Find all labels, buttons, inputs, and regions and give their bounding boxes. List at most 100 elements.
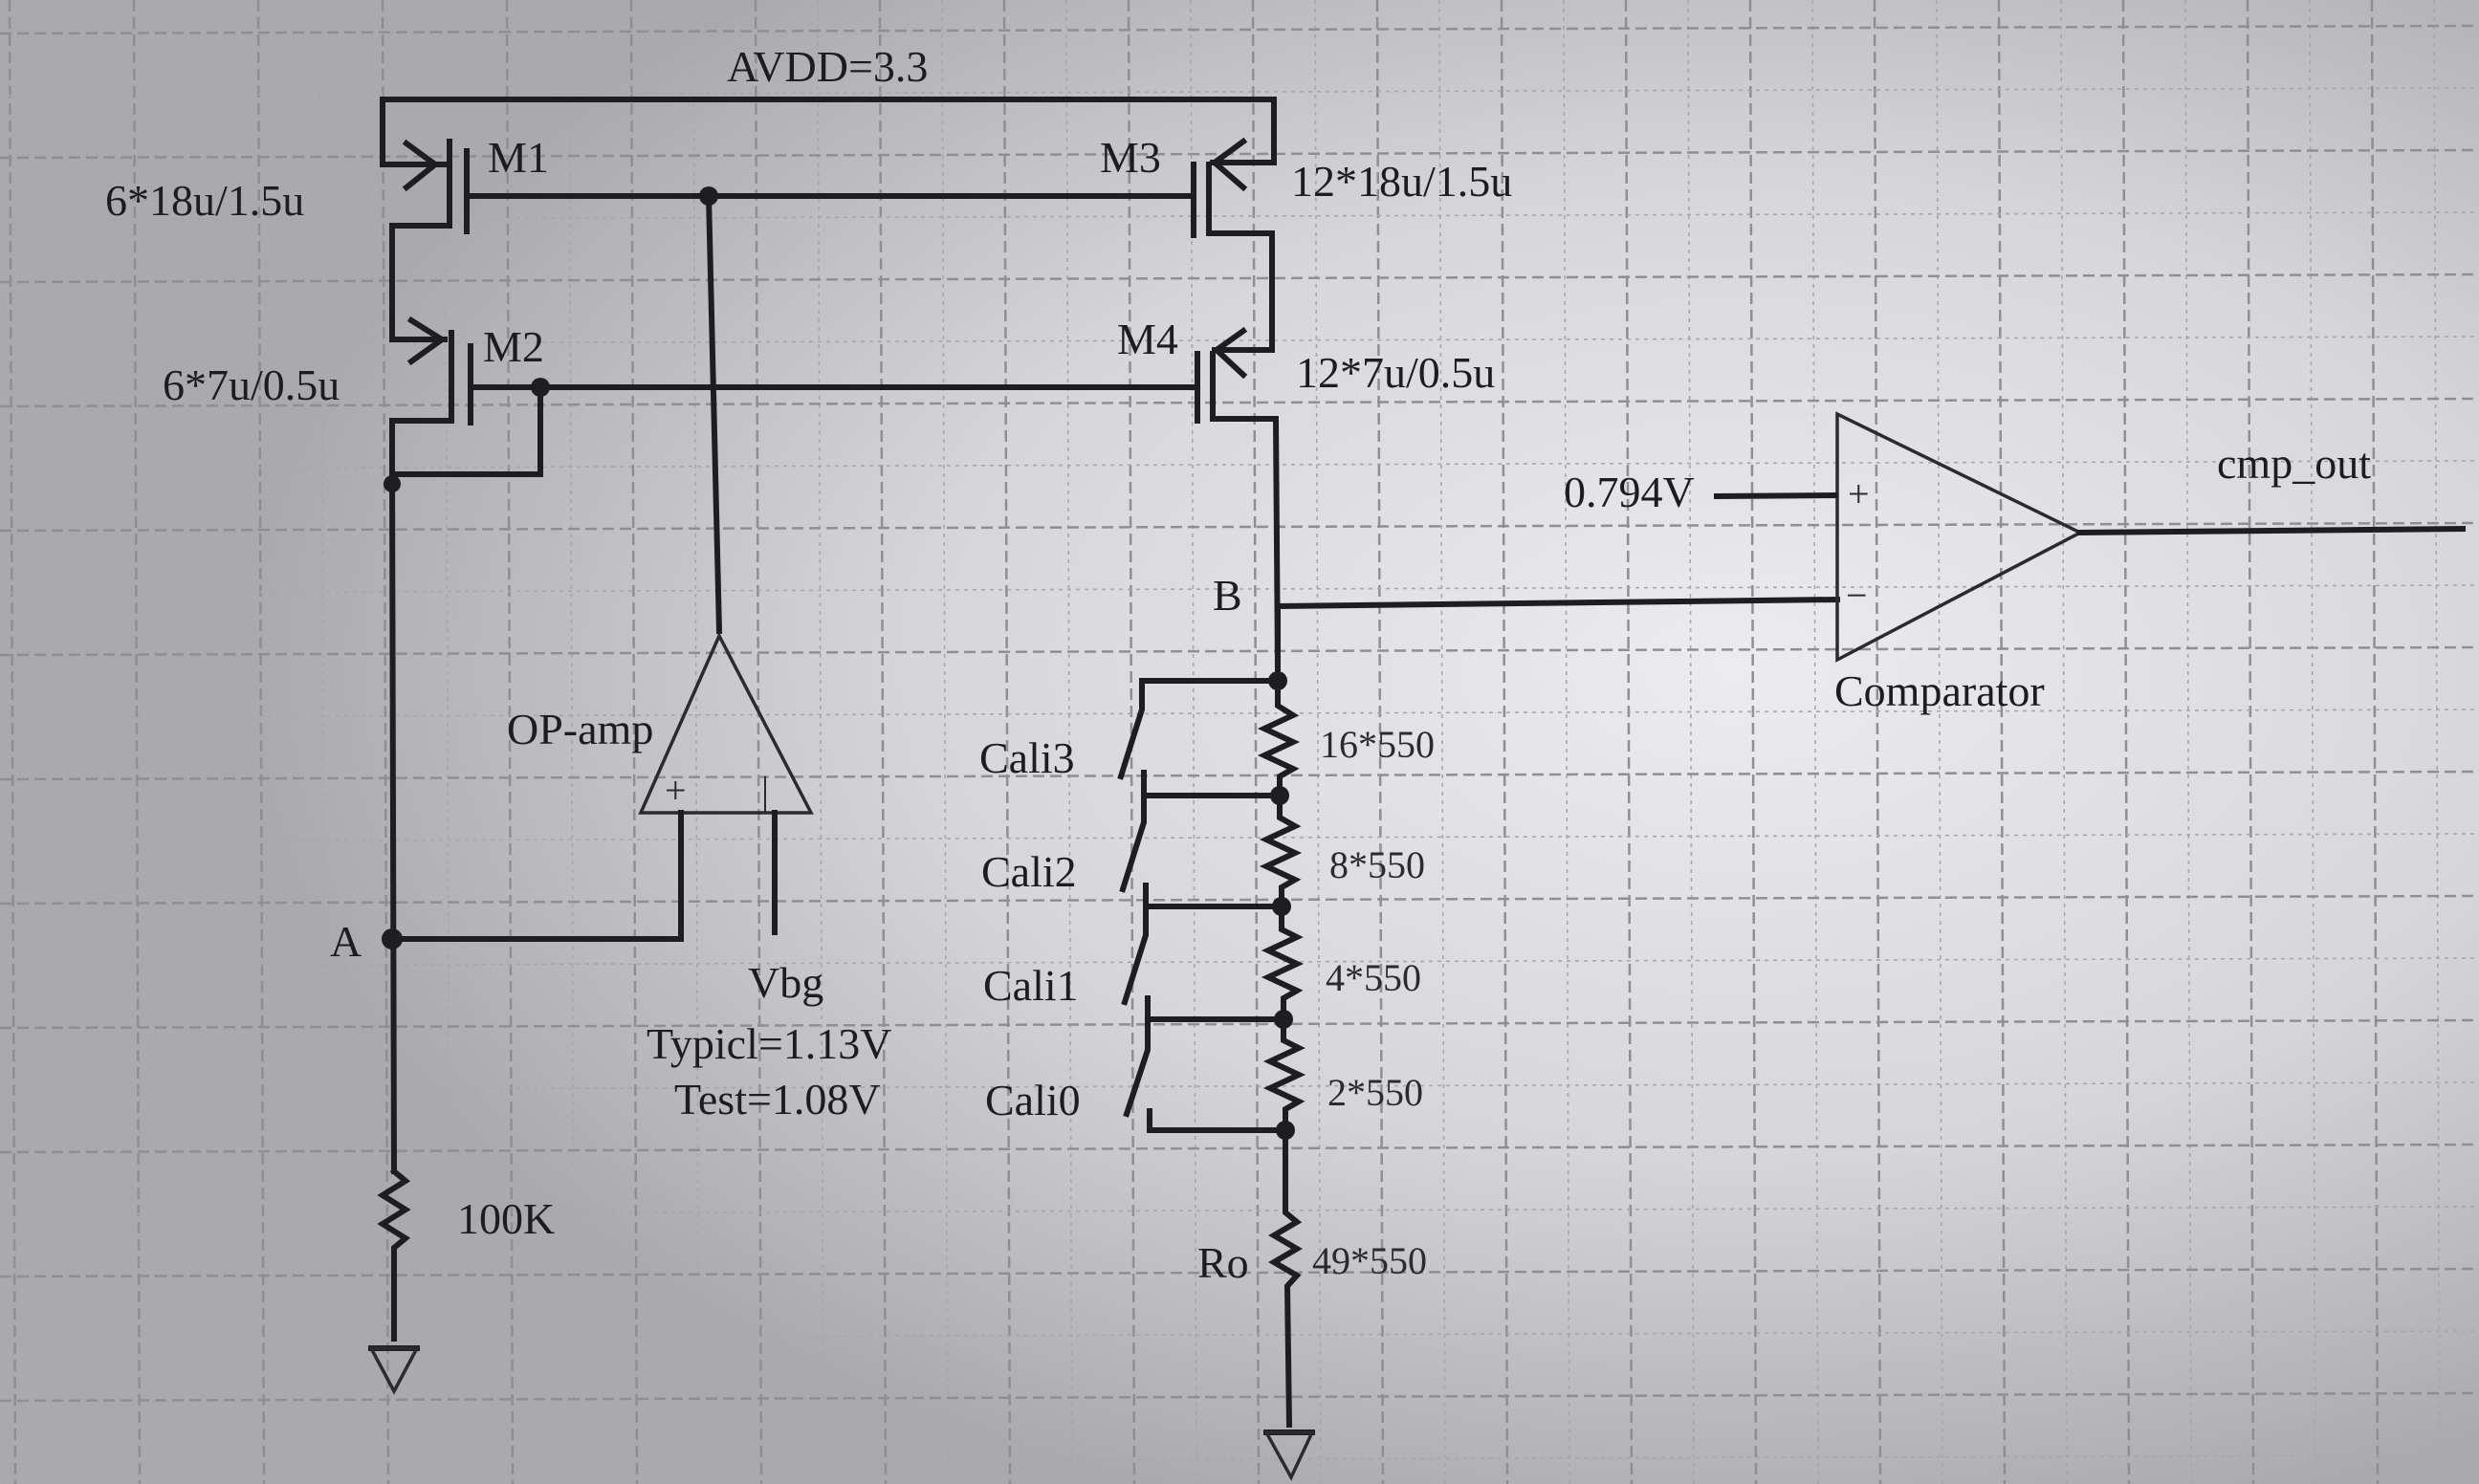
switch-cali3 [1117, 678, 1281, 780]
opamp: OP-amp + | Vbg Typicl=1.13V Test=1.08V [389, 192, 892, 1124]
grid-line-vertical [1997, 0, 2007, 1484]
grid-line-vertical [132, 0, 142, 1484]
resistor-100k-value: 100K [457, 1194, 555, 1243]
m4-size: 12*7u/0.5u [1296, 348, 1495, 397]
grid-line-vertical [2246, 0, 2255, 1484]
cali2-resistor-value: 8*550 [1329, 843, 1425, 886]
grid-line-vertical [2184, 0, 2192, 1484]
cali1-label: Cali1 [983, 961, 1079, 1010]
grid-line-vertical [1873, 0, 1882, 1484]
grid-line-horizontal [0, 1143, 2479, 1154]
comparator-output-wire [2076, 525, 2467, 536]
ro-name: Ro [1197, 1238, 1249, 1287]
grid-line-vertical [319, 0, 327, 1484]
grid-line-vertical [1500, 0, 1509, 1484]
switch-cali0 [1123, 995, 1151, 1118]
left-column-wire [388, 470, 398, 1175]
grid-line-horizontal [0, 1330, 2479, 1340]
node-a-label: A [330, 917, 362, 966]
grid-line-vertical [1002, 0, 1012, 1484]
m1-name: M1 [488, 133, 549, 182]
switch-cali2 [1119, 770, 1147, 893]
m1-size: 6*18u/1.5u [105, 176, 304, 225]
cali0-label: Cali0 [985, 1076, 1081, 1124]
grid-line-horizontal [0, 957, 2479, 967]
m3-name: M3 [1100, 133, 1161, 182]
opamp-label: OP-amp [507, 705, 653, 753]
grid-line-horizontal [0, 1454, 2479, 1464]
transistor-m3: M3 12*18u/1.5u [1100, 133, 1512, 353]
ground-icon-left [368, 1345, 420, 1395]
grid-line-vertical [2060, 0, 2068, 1484]
node-b-wire [1274, 596, 1841, 610]
switch-cali1 [1121, 883, 1149, 1006]
node-a-dot [382, 928, 403, 949]
grid-line-vertical [71, 0, 78, 1484]
grid-line-horizontal [0, 24, 2479, 35]
grid-line-vertical [1375, 0, 1385, 1484]
cali2-label: Cali2 [981, 847, 1077, 896]
grid-line-horizontal [0, 1206, 2479, 1215]
avdd-rail [380, 97, 1277, 156]
grid-line-horizontal [0, 584, 2479, 594]
comparator-minus: − [1846, 574, 1868, 617]
resistor-cali1 [1261, 904, 1305, 1022]
resistor-ro [1268, 1127, 1303, 1429]
grid-line-vertical [1563, 0, 1570, 1484]
grid-line-vertical [195, 0, 203, 1484]
grid-line-vertical [1936, 0, 1943, 1484]
grid-line-vertical [878, 0, 888, 1484]
grid-line-horizontal [0, 1391, 2479, 1403]
ref-voltage-wire [1713, 491, 1838, 500]
grid-line-vertical [1314, 0, 1322, 1484]
cali1-resistor-value: 4*550 [1326, 956, 1421, 999]
transistor-m2: M2 6*7u/0.5u [163, 316, 544, 477]
grid-line-vertical [2121, 0, 2131, 1484]
grid-line-vertical [505, 0, 515, 1484]
grid-line-vertical [568, 0, 576, 1484]
grid-line-horizontal [0, 460, 2479, 469]
ref-voltage-label: 0.794V [1564, 468, 1695, 516]
comparator: 0.794V + − cmp_out Comparator [1564, 411, 2467, 715]
grid-line-horizontal [0, 645, 2479, 657]
grid-line-horizontal [0, 148, 2479, 160]
grid-line-horizontal [0, 273, 2479, 284]
grid-line-horizontal [0, 397, 2479, 408]
calibration-ladder: Cali3 Cali2 Cali1 Cali0 16*550 8*550 4*5… [979, 603, 1435, 1140]
m2-name: M2 [483, 322, 544, 371]
grid-line-horizontal [0, 709, 2479, 718]
comparator-output-label: cmp_out [2217, 439, 2371, 488]
grid-line-horizontal [0, 211, 2479, 221]
cali3-label: Cali3 [979, 733, 1075, 782]
vbg-typical: Typicl=1.13V [647, 1019, 892, 1068]
transistor-m4: M4 12*7u/0.5u [1117, 315, 1495, 673]
switch-cali0-return [1147, 1108, 1288, 1133]
grid-line-horizontal [0, 1081, 2479, 1091]
grid-line-vertical [1065, 0, 1073, 1484]
grid-line-vertical [8, 0, 17, 1484]
comparator-plus: + [1848, 472, 1870, 515]
vbg-label: Vbg [748, 958, 823, 1007]
grid-line-vertical [754, 0, 763, 1484]
m2-diode-connection [389, 384, 543, 477]
grid-line-vertical [2433, 0, 2441, 1484]
grid-line-horizontal [0, 87, 2479, 97]
grid-line-vertical [381, 0, 390, 1484]
vbg-test: Test=1.08V [674, 1075, 881, 1124]
grid-line-horizontal [0, 1267, 2479, 1278]
transistor-m1: M1 6*18u/1.5u [105, 133, 549, 342]
grid-line-vertical [629, 0, 639, 1484]
ground-icon-right [1263, 1429, 1315, 1481]
m4-name: M4 [1117, 315, 1178, 363]
grid-line-vertical [692, 0, 700, 1484]
grid-line-vertical [1687, 0, 1695, 1484]
node-b-label: B [1213, 571, 1242, 620]
ro-value: 49*550 [1312, 1239, 1427, 1282]
grid-line-vertical [1624, 0, 1634, 1484]
grid-line-horizontal [0, 833, 2479, 842]
grid-line-vertical [444, 0, 451, 1484]
opamp-plus: + [665, 769, 687, 812]
grid-line-horizontal [0, 336, 2479, 345]
